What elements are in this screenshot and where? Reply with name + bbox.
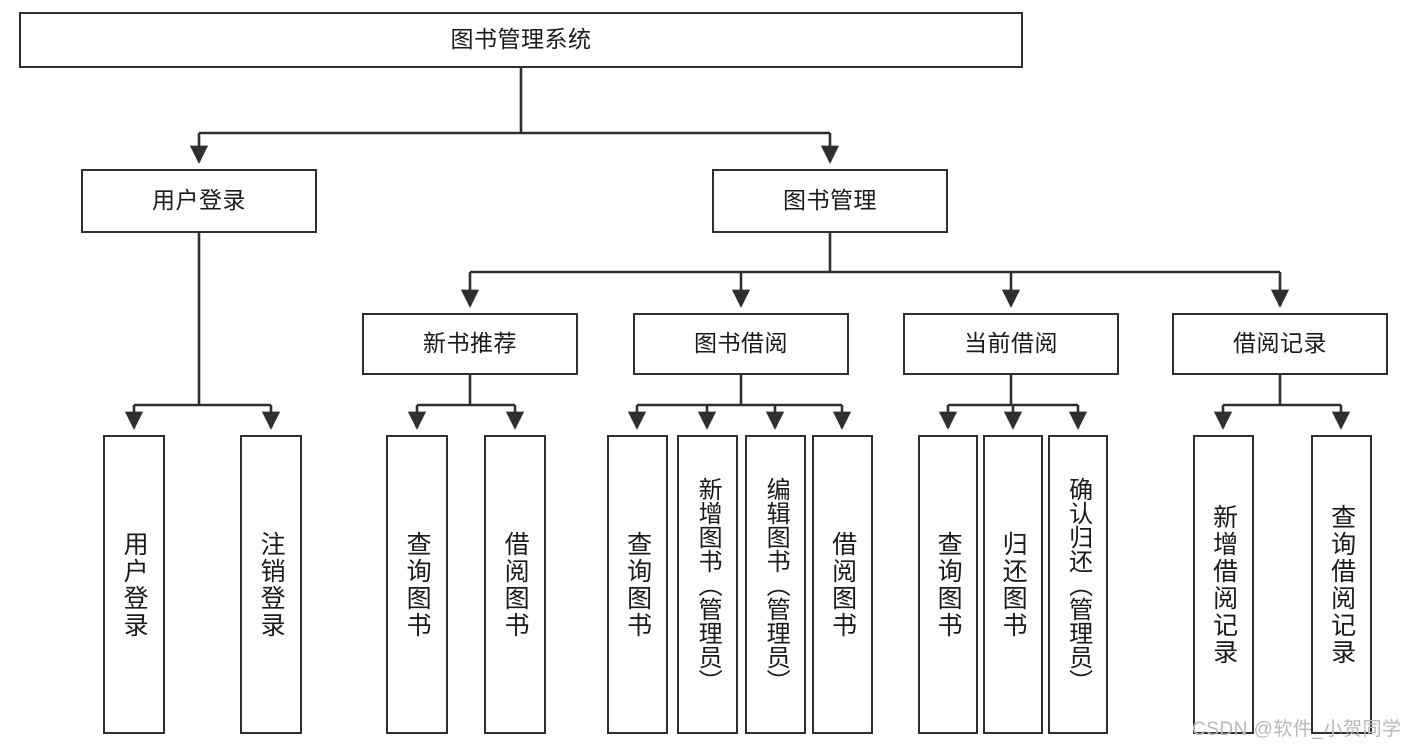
node-current-borrow[interactable]: 当前借阅	[903, 313, 1119, 375]
node-book-borrow[interactable]: 图书借阅	[633, 313, 849, 375]
node-borrow-record-label: 借阅记录	[1233, 330, 1327, 357]
node-leaf-add-borrow-record-label: 新增借阅记录	[1209, 503, 1238, 666]
node-book-borrow-label: 图书借阅	[694, 330, 788, 357]
node-leaf-query-book-current[interactable]: 查询图书	[918, 435, 978, 734]
node-leaf-query-book-recommend[interactable]: 查询图书	[386, 435, 448, 734]
node-leaf-query-borrow-record-label: 查询借阅记录	[1327, 503, 1356, 666]
node-leaf-borrow-book[interactable]: 借阅图书	[812, 435, 873, 734]
node-leaf-borrow-book-recommend-label: 借阅图书	[501, 530, 530, 639]
node-leaf-query-borrow-record[interactable]: 查询借阅记录	[1311, 435, 1372, 734]
node-root[interactable]: 图书管理系统	[19, 12, 1023, 68]
node-user-login-label: 用户登录	[152, 187, 246, 214]
node-user-login[interactable]: 用户登录	[81, 169, 317, 233]
watermark-text: CSDN @软件_小贺同学	[1192, 719, 1402, 740]
node-leaf-edit-book-admin[interactable]: 编辑图书（管理员）	[745, 435, 806, 734]
node-leaf-edit-book-admin-label: 编辑图书（管理员）	[762, 476, 790, 693]
node-leaf-query-book-recommend-label: 查询图书	[403, 530, 432, 639]
node-current-borrow-label: 当前借阅	[964, 330, 1058, 357]
node-leaf-return-book[interactable]: 归还图书	[983, 435, 1043, 734]
node-new-book-recommend[interactable]: 新书推荐	[362, 313, 578, 375]
node-leaf-user-login[interactable]: 用户登录	[103, 435, 165, 734]
node-leaf-query-book-borrow-label: 查询图书	[623, 530, 652, 639]
node-leaf-add-book-admin-label: 新增图书（管理员）	[694, 476, 722, 693]
node-leaf-logout-login-label: 注销登录	[257, 530, 286, 639]
node-leaf-confirm-return-admin-label: 确认归还（管理员）	[1064, 476, 1092, 693]
node-leaf-user-login-label: 用户登录	[120, 530, 149, 639]
node-book-management[interactable]: 图书管理	[712, 169, 948, 233]
node-book-management-label: 图书管理	[783, 187, 877, 214]
node-leaf-confirm-return-admin[interactable]: 确认归还（管理员）	[1048, 435, 1108, 734]
node-leaf-query-book-current-label: 查询图书	[934, 530, 963, 639]
node-leaf-query-book-borrow[interactable]: 查询图书	[607, 435, 668, 734]
node-leaf-borrow-book-recommend[interactable]: 借阅图书	[484, 435, 546, 734]
node-leaf-borrow-book-label: 借阅图书	[828, 530, 857, 639]
node-leaf-add-book-admin[interactable]: 新增图书（管理员）	[677, 435, 738, 734]
node-leaf-logout-login[interactable]: 注销登录	[240, 435, 302, 734]
node-borrow-record[interactable]: 借阅记录	[1172, 313, 1388, 375]
node-leaf-return-book-label: 归还图书	[999, 530, 1028, 639]
node-leaf-add-borrow-record[interactable]: 新增借阅记录	[1193, 435, 1254, 734]
node-root-label: 图书管理系统	[450, 26, 592, 53]
node-new-book-recommend-label: 新书推荐	[423, 330, 517, 357]
